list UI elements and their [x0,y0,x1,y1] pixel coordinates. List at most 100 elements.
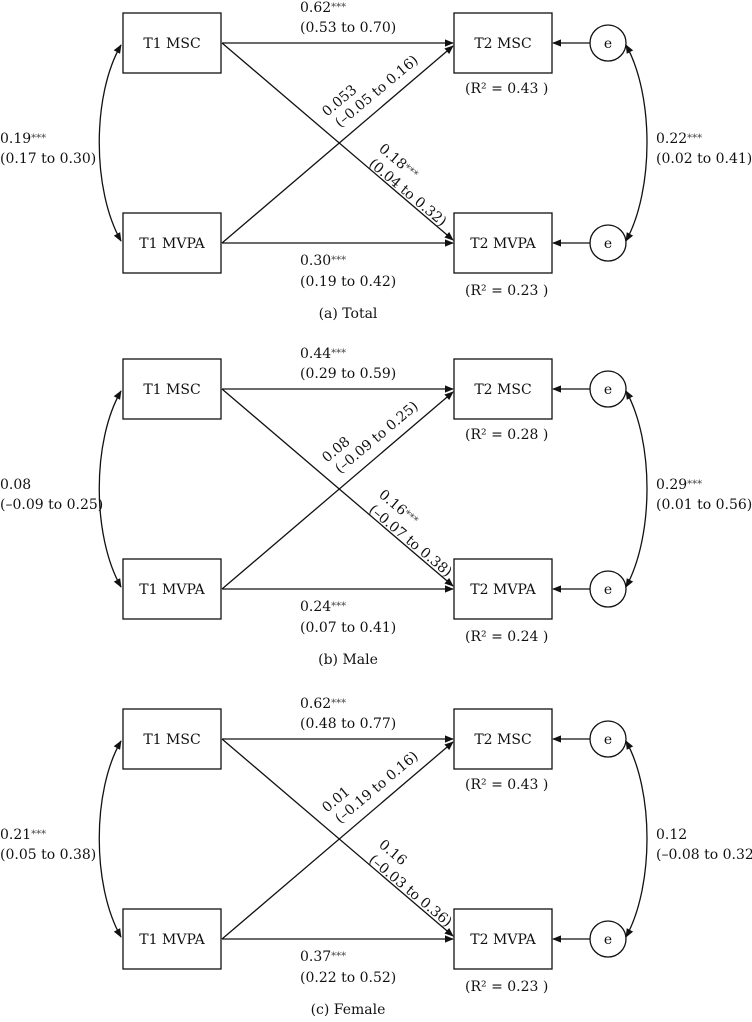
path-mvpa-to-msc [221,45,454,244]
coef-cov-t2: 0.12 [656,827,687,843]
coef-cov-t1: 0.08 [0,477,31,493]
t1-mvpa-box-label: T1 MVPA [139,582,205,598]
ci-msc-msc: (0.48 to 0.77) [300,716,396,732]
error-term-label: e [604,382,612,398]
covariance-t1 [98,44,122,242]
t2-mvpa-box-label: T2 MVPA [470,236,536,252]
coef-cov-t2: 0.22*** [656,131,702,147]
t2-msc-box-label: T2 MSC [474,732,531,748]
coef-msc-msc-significance: *** [331,348,346,359]
t2-mvpa-box-label: T2 MVPA [470,582,536,598]
coef-cov-t2-significance: *** [687,479,702,490]
coef-msc-msc: 0.62*** [300,0,346,16]
coef-mvpa-mvpa-value: 0.30 [300,253,331,269]
coef-mvpa-mvpa-significance: *** [331,601,346,612]
covariance-t2 [625,44,648,242]
panel-caption: (b) Male [318,652,378,668]
coef-mvpa-mvpa-significance: *** [331,951,346,962]
t2-msc-box [453,358,553,420]
ci-cov-t1: (0.05 to 0.38) [0,847,96,863]
ci-mvpa-mvpa: (0.19 to 0.42) [300,274,396,290]
path-msc-to-mvpa [221,42,454,241]
coef-msc-msc: 0.62*** [300,696,346,712]
ci-cov-t2: (0.02 to 0.41) [656,151,752,167]
coef-mvpa-mvpa: 0.30*** [300,253,346,269]
coef-cov-t2: 0.29*** [656,477,702,493]
ci-mvpa-mvpa: (0.22 to 0.52) [300,970,396,986]
panel-caption: (a) Total [319,306,378,322]
ci-cov-t2: (–0.08 to 0.32) [656,847,752,863]
coef-mvpa-mvpa-significance: *** [331,255,346,266]
ci-msc-msc: (0.53 to 0.70) [300,20,396,36]
r-squared-msc: (R² = 0.43 ) [465,81,548,97]
t1-msc-box [122,358,222,420]
coef-cov-t1-value: 0.19 [0,131,31,147]
error-term-mvpa [589,920,627,958]
path-mvpa-to-msc [221,741,454,940]
coef-msc-msc-significance: *** [331,2,346,13]
error-term-label: e [604,582,612,598]
t1-msc-box-label: T1 MSC [143,732,200,748]
t2-mvpa-box [453,908,553,970]
error-term-label: e [604,732,612,748]
ci-mvpa-mvpa: (0.07 to 0.41) [300,620,396,636]
r-squared-msc: (R² = 0.43 ) [465,777,548,793]
error-term-label: e [604,236,612,252]
coef-mvpa-mvpa: 0.24*** [300,599,346,615]
ci-cov-t2: (0.01 to 0.56) [656,497,752,513]
t1-mvpa-box [122,558,222,620]
t1-msc-box [122,708,222,770]
ci-msc-msc: (0.29 to 0.59) [300,366,396,382]
error-term-label: e [604,932,612,948]
t2-mvpa-box [453,212,553,274]
coef-cov-t1-value: 0.21 [0,827,31,843]
error-term-msc [589,24,627,62]
t1-mvpa-box-label: T1 MVPA [139,932,205,948]
path-msc-to-mvpa [221,738,454,937]
coef-msc-msc-significance: *** [331,698,346,709]
error-term-mvpa [589,570,627,608]
t2-mvpa-box [453,558,553,620]
covariance-t1 [98,390,122,588]
error-term-label: e [604,36,612,52]
t1-mvpa-box [122,908,222,970]
r-squared-mvpa: (R² = 0.23 ) [465,283,548,299]
t1-msc-box [122,12,222,74]
t1-msc-box-label: T1 MSC [143,36,200,52]
coef-cov-t1: 0.21*** [0,827,46,843]
coef-msc-msc: 0.44*** [300,346,346,362]
ci-msc-mvpa: (–0.03 to 0.36) [365,852,454,931]
covariance-t2 [625,740,648,938]
r-squared-mvpa: (R² = 0.23 ) [465,979,548,995]
covariance-t1 [98,740,122,938]
coef-msc-msc-value: 0.62 [300,696,331,712]
error-term-msc [589,720,627,758]
coef-cov-t1-significance: *** [31,133,46,144]
r-squared-msc: (R² = 0.28 ) [465,427,548,443]
t1-mvpa-box-label: T1 MVPA [139,236,205,252]
coef-cov-t1-significance: *** [31,829,46,840]
coef-msc-msc-value: 0.44 [300,346,331,362]
t2-msc-box [453,708,553,770]
coef-cov-t2-value: 0.29 [656,477,687,493]
t1-mvpa-box [122,212,222,274]
error-term-msc [589,370,627,408]
error-term-mvpa [589,224,627,262]
coef-mvpa-mvpa-value: 0.24 [300,599,331,615]
path-mvpa-to-msc [221,391,454,590]
coef-mvpa-mvpa-value: 0.37 [300,949,331,965]
t2-msc-box [453,12,553,74]
coef-msc-msc-value: 0.62 [300,0,331,16]
coef-cov-t1-value: 0.08 [0,477,31,493]
coef-mvpa-mvpa: 0.37*** [300,949,346,965]
ci-cov-t1: (–0.09 to 0.25) [0,497,103,513]
coef-cov-t2-value: 0.22 [656,131,687,147]
t1-msc-box-label: T1 MSC [143,382,200,398]
t2-mvpa-box-label: T2 MVPA [470,932,536,948]
coef-cov-t1: 0.19*** [0,131,46,147]
ci-cov-t1: (0.17 to 0.30) [0,151,96,167]
path-msc-to-mvpa [221,388,454,587]
